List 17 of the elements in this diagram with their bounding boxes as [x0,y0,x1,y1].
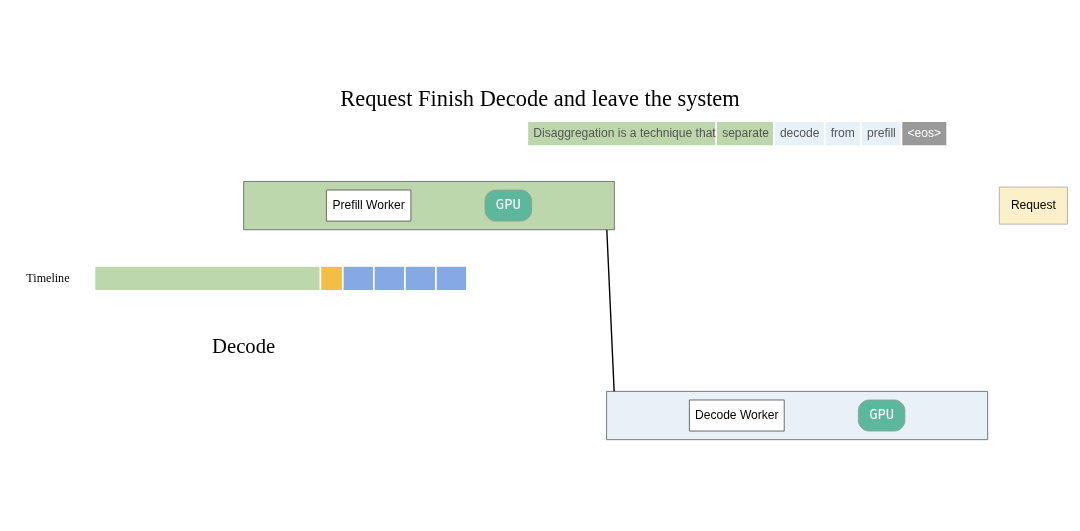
label: prefill [866,125,896,140]
cluster [606,390,989,441]
node-box: GPU [857,399,906,432]
label: Decode [212,334,276,357]
node-box: Decode Worker [688,399,785,432]
label: decode [779,125,820,140]
node-box: Request [998,186,1068,225]
label: from [830,125,855,140]
cluster [243,181,615,231]
node-box: GPU [484,189,532,222]
connector [606,229,615,393]
label: <eos> [907,125,942,140]
label: Timeline [26,270,70,285]
diagram-title: Request Finish Decode and leave the system [340,85,740,111]
label: Disaggregation is a technique that [533,125,716,140]
node-box: Prefill Worker [325,189,412,222]
label: separate [722,125,770,140]
